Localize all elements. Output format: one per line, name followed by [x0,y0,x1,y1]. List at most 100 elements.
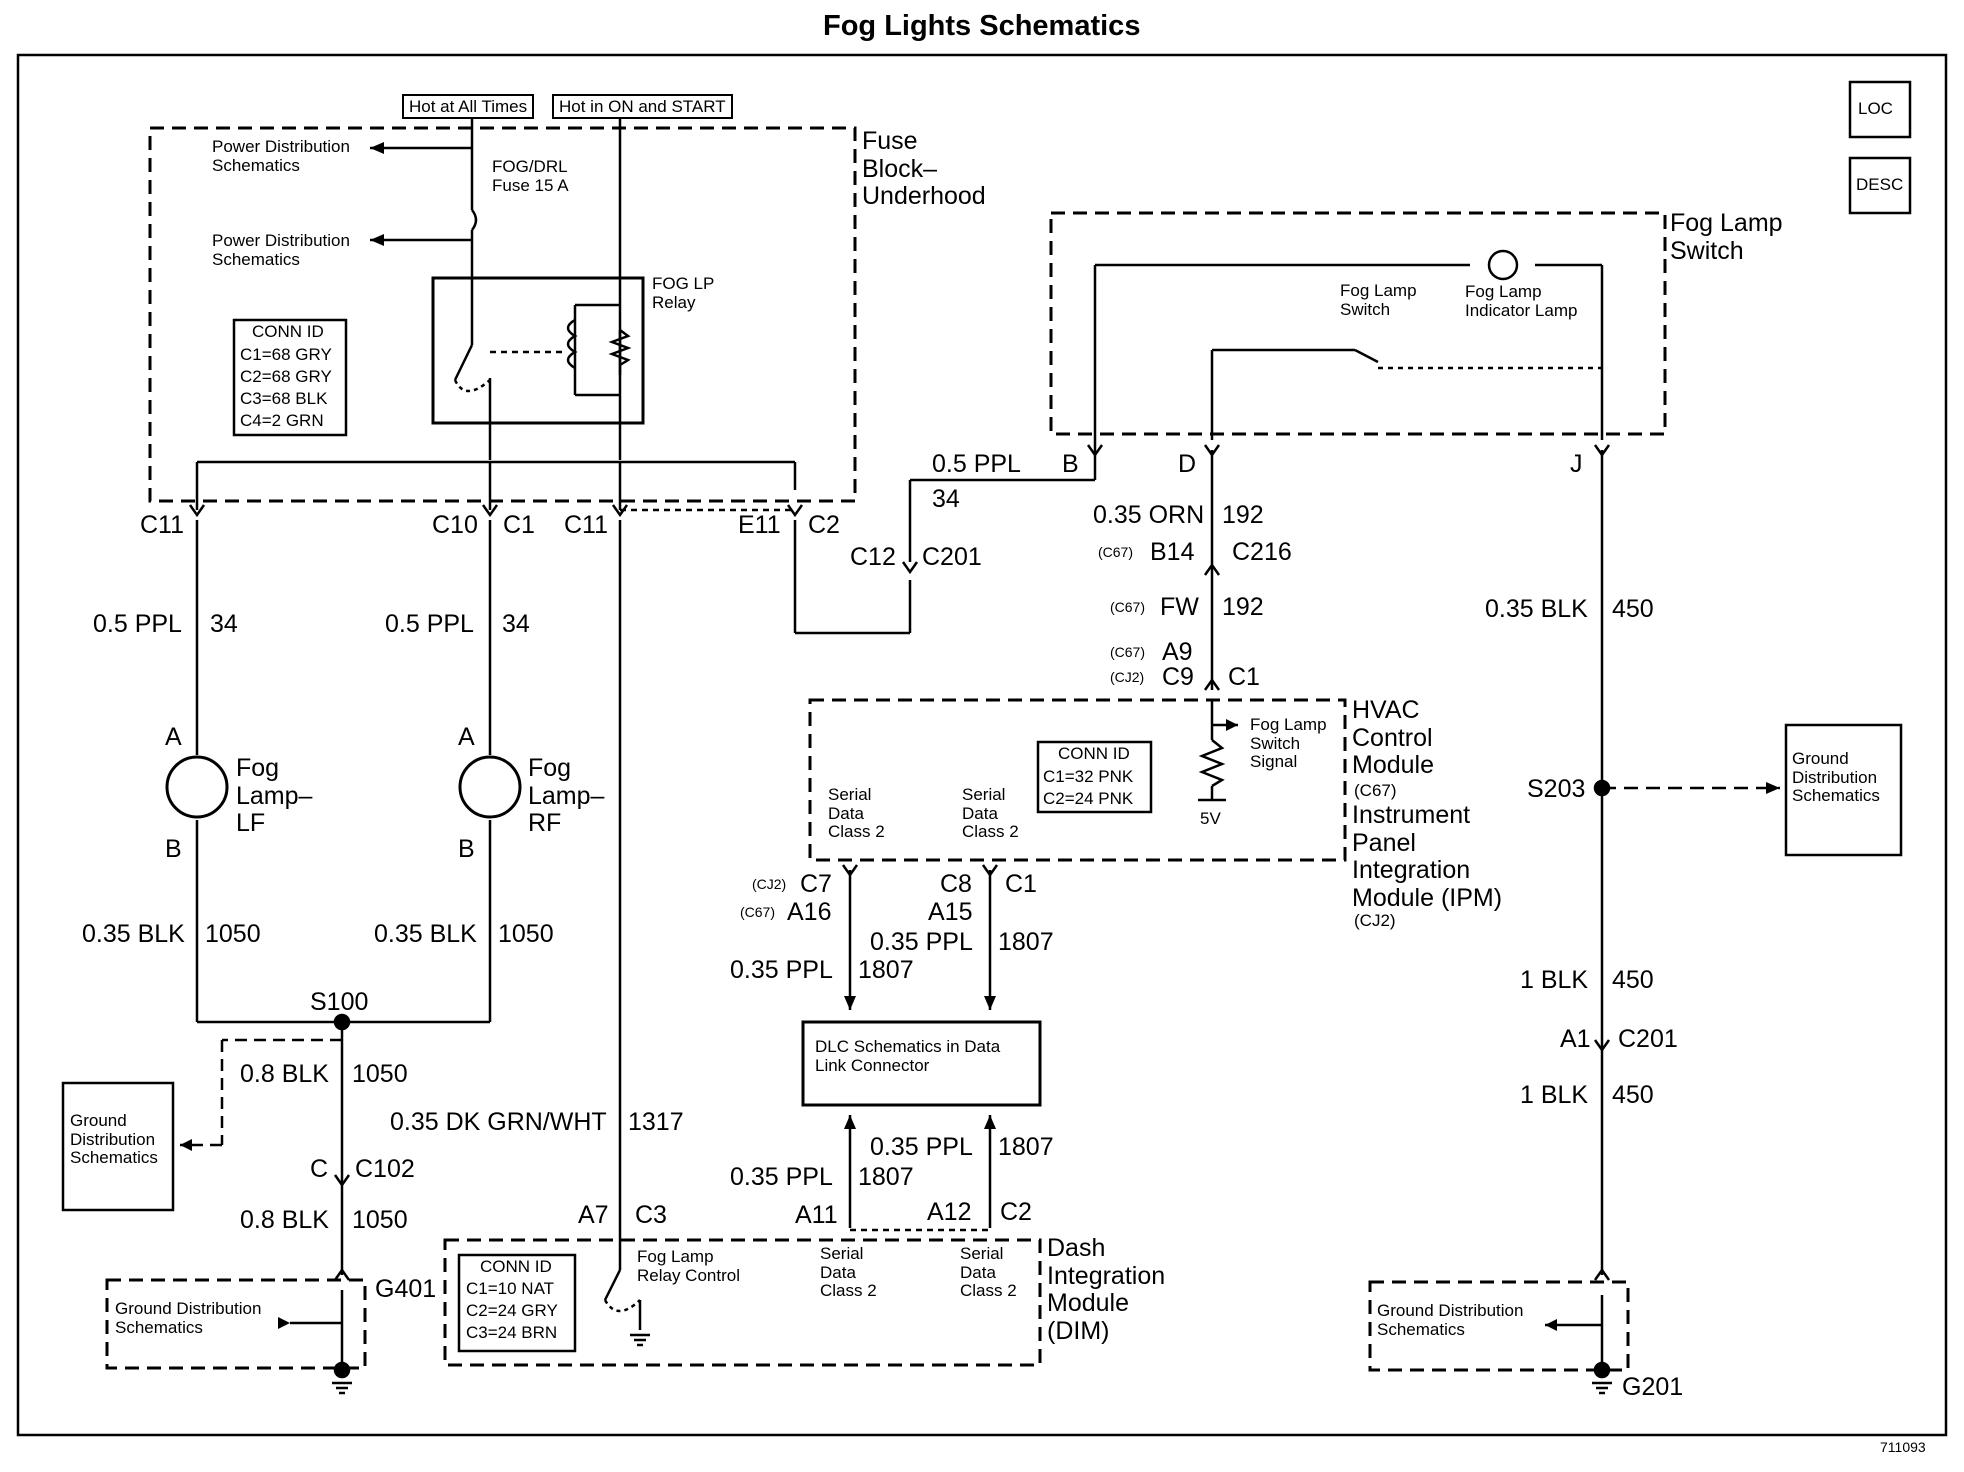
pin-c11-mid: C11 [564,511,609,539]
conn-row: C3=24 BRN [466,1323,558,1342]
right-circuit2: 450 [1612,966,1654,994]
lf-circuit-top: 34 [210,610,238,638]
desc-icon-frame [1848,156,1912,215]
ground-box-left [61,1081,175,1212]
dlc-box [801,1020,1042,1107]
c201-link-pin-b: B [1062,450,1079,478]
serial-w2: 0.35 PPL [870,928,973,956]
pin-c11-left: C11 [140,511,185,539]
ipm-name: Instrument Panel Integration Module (IPM… [1352,801,1503,912]
dim-pin-a12: A12 [927,1198,972,1226]
ground-dist-link-left[interactable]: Ground Distribution Schematics [70,1111,158,1168]
hvac-signal-label: Fog Lamp Switch Signal [1250,715,1327,772]
fog-switch-outline [1049,211,1667,436]
rf-circuit-top: 34 [502,610,530,638]
c201-link-circuit: 34 [932,485,960,513]
conn-row: C1=10 NAT [466,1279,555,1298]
ground-left-wire1: 0.8 BLK [240,1060,329,1088]
loc-icon-frame [1848,80,1912,139]
rf-pin-b: B [458,835,475,863]
lf-circuit-bot: 1050 [205,920,261,948]
loc-icon[interactable]: LOC [1858,99,1893,118]
hvac-wiring [1198,700,1238,802]
ipm-name-suffix: (CJ2) [1354,911,1396,930]
conn-row: C2=68 GRY [240,367,332,386]
rf-circuit-bot: 1050 [498,920,554,948]
fuse-label: FOG/DRL Fuse 15 A [492,157,569,195]
right-g201: G201 [1622,1373,1684,1401]
ground-dist-link-left-bottom[interactable]: Ground Distribution Schematics [115,1299,262,1337]
right-wire1: 0.35 BLK [1485,595,1588,623]
conn-row: C3=68 BLK [240,389,328,408]
ground-left-circuit2: 1050 [352,1206,408,1234]
serial-c1807d: 1807 [998,1133,1054,1161]
c201-link-c12: C12 [850,543,896,571]
pin-c2: C2 [808,511,840,539]
ground-dist-link-right[interactable]: Ground Distribution Schematics [1792,749,1880,806]
c201-link-wire: 0.5 PPL [932,450,1021,478]
ground-dist-link-right-bottom[interactable]: Ground Distribution Schematics [1377,1301,1524,1339]
serial-c7: C7 [800,870,832,898]
g201-dot [1593,1361,1611,1379]
fog-switch-wiring [1093,249,1604,690]
splice-s100-dot [333,1013,351,1031]
dim-serial-1: Serial Data Class 2 [820,1244,877,1301]
conn-box-dim [457,1253,577,1353]
lf-lamp-label: Fog Lamp– LF [236,754,313,837]
ground-left-wire2: 0.8 BLK [240,1206,329,1234]
conn-box-fuse [232,318,348,437]
ground-left-outline [105,1278,367,1370]
right-wire2: 1 BLK [1520,966,1589,994]
desc-icon[interactable]: DESC [1856,175,1904,194]
conn-box-hvac [1036,740,1153,814]
splice-s203: S203 [1527,775,1586,803]
hvac-5v: 5V [1200,809,1221,828]
hvac-serial-2: Serial Data Class 2 [962,785,1019,842]
hvac-a9-prefix: (C67) [1110,644,1146,660]
dim-name: Dash Integration Module (DIM) [1047,1234,1166,1345]
ground-symbols [332,1333,1612,1395]
serial-c1807b: 1807 [998,928,1054,956]
hvac-c1: C1 [1228,663,1260,691]
hvac-name: HVAC Control Module [1352,696,1434,779]
conn-row: C1=68 GRY [240,345,332,364]
fog-switch-pin-d: D [1178,450,1197,478]
pin-c10: C10 [432,511,478,539]
serial-c1: C1 [1005,870,1037,898]
hvac-feed-wire: 0.35 ORN [1093,501,1205,529]
ground-right-outline [1368,1280,1630,1372]
hvac-fw-circuit: 192 [1222,593,1264,621]
power-dist-link-1[interactable]: Power Distribution Schematics [212,137,350,175]
outer-frame [16,53,1948,1437]
hvac-b14-prefix: (C67) [1098,544,1134,560]
fuse-block-outline [148,126,857,503]
hvac-outline [808,698,1347,862]
hvac-b14: B14 [1150,538,1195,566]
rf-wire-top: 0.5 PPL [385,610,474,638]
rf-wire-bot: 0.35 BLK [374,920,477,948]
right-pin-a1: A1 [1560,1025,1591,1053]
power-dist-link-2[interactable]: Power Distribution Schematics [212,231,350,269]
hvac-c9-prefix: (CJ2) [1110,669,1145,685]
s203-dot [1593,779,1611,797]
hvac-c216: C216 [1232,538,1292,566]
dlc-link[interactable]: DLC Schematics in Data Link Connector [815,1037,1001,1075]
serial-w4: 0.35 PPL [870,1133,973,1161]
right-circuit3: 450 [1612,1081,1654,1109]
serial-a16: A16 [787,898,832,926]
c201-link [793,440,1097,635]
ground-left-c102: C102 [355,1155,415,1183]
lf-pin-b: B [165,835,182,863]
dim-pin-a7: A7 [578,1201,609,1229]
dim-pin-a11: A11 [795,1201,838,1229]
rf-pin-a: A [458,723,475,751]
hvac-fw: FW [1160,593,1199,621]
dim-relay-control: Fog Lamp Relay Control [637,1247,740,1285]
right-wire3: 1 BLK [1520,1081,1589,1109]
lf-wire-top: 0.5 PPL [93,610,182,638]
relay-control-circuit: 1317 [628,1108,684,1136]
dim-pin-c2: C2 [1000,1198,1032,1226]
fog-switch-pin-j: J [1570,450,1583,478]
hvac-serial-1: Serial Data Class 2 [828,785,885,842]
conn-row: C2=24 PNK [1043,789,1134,808]
